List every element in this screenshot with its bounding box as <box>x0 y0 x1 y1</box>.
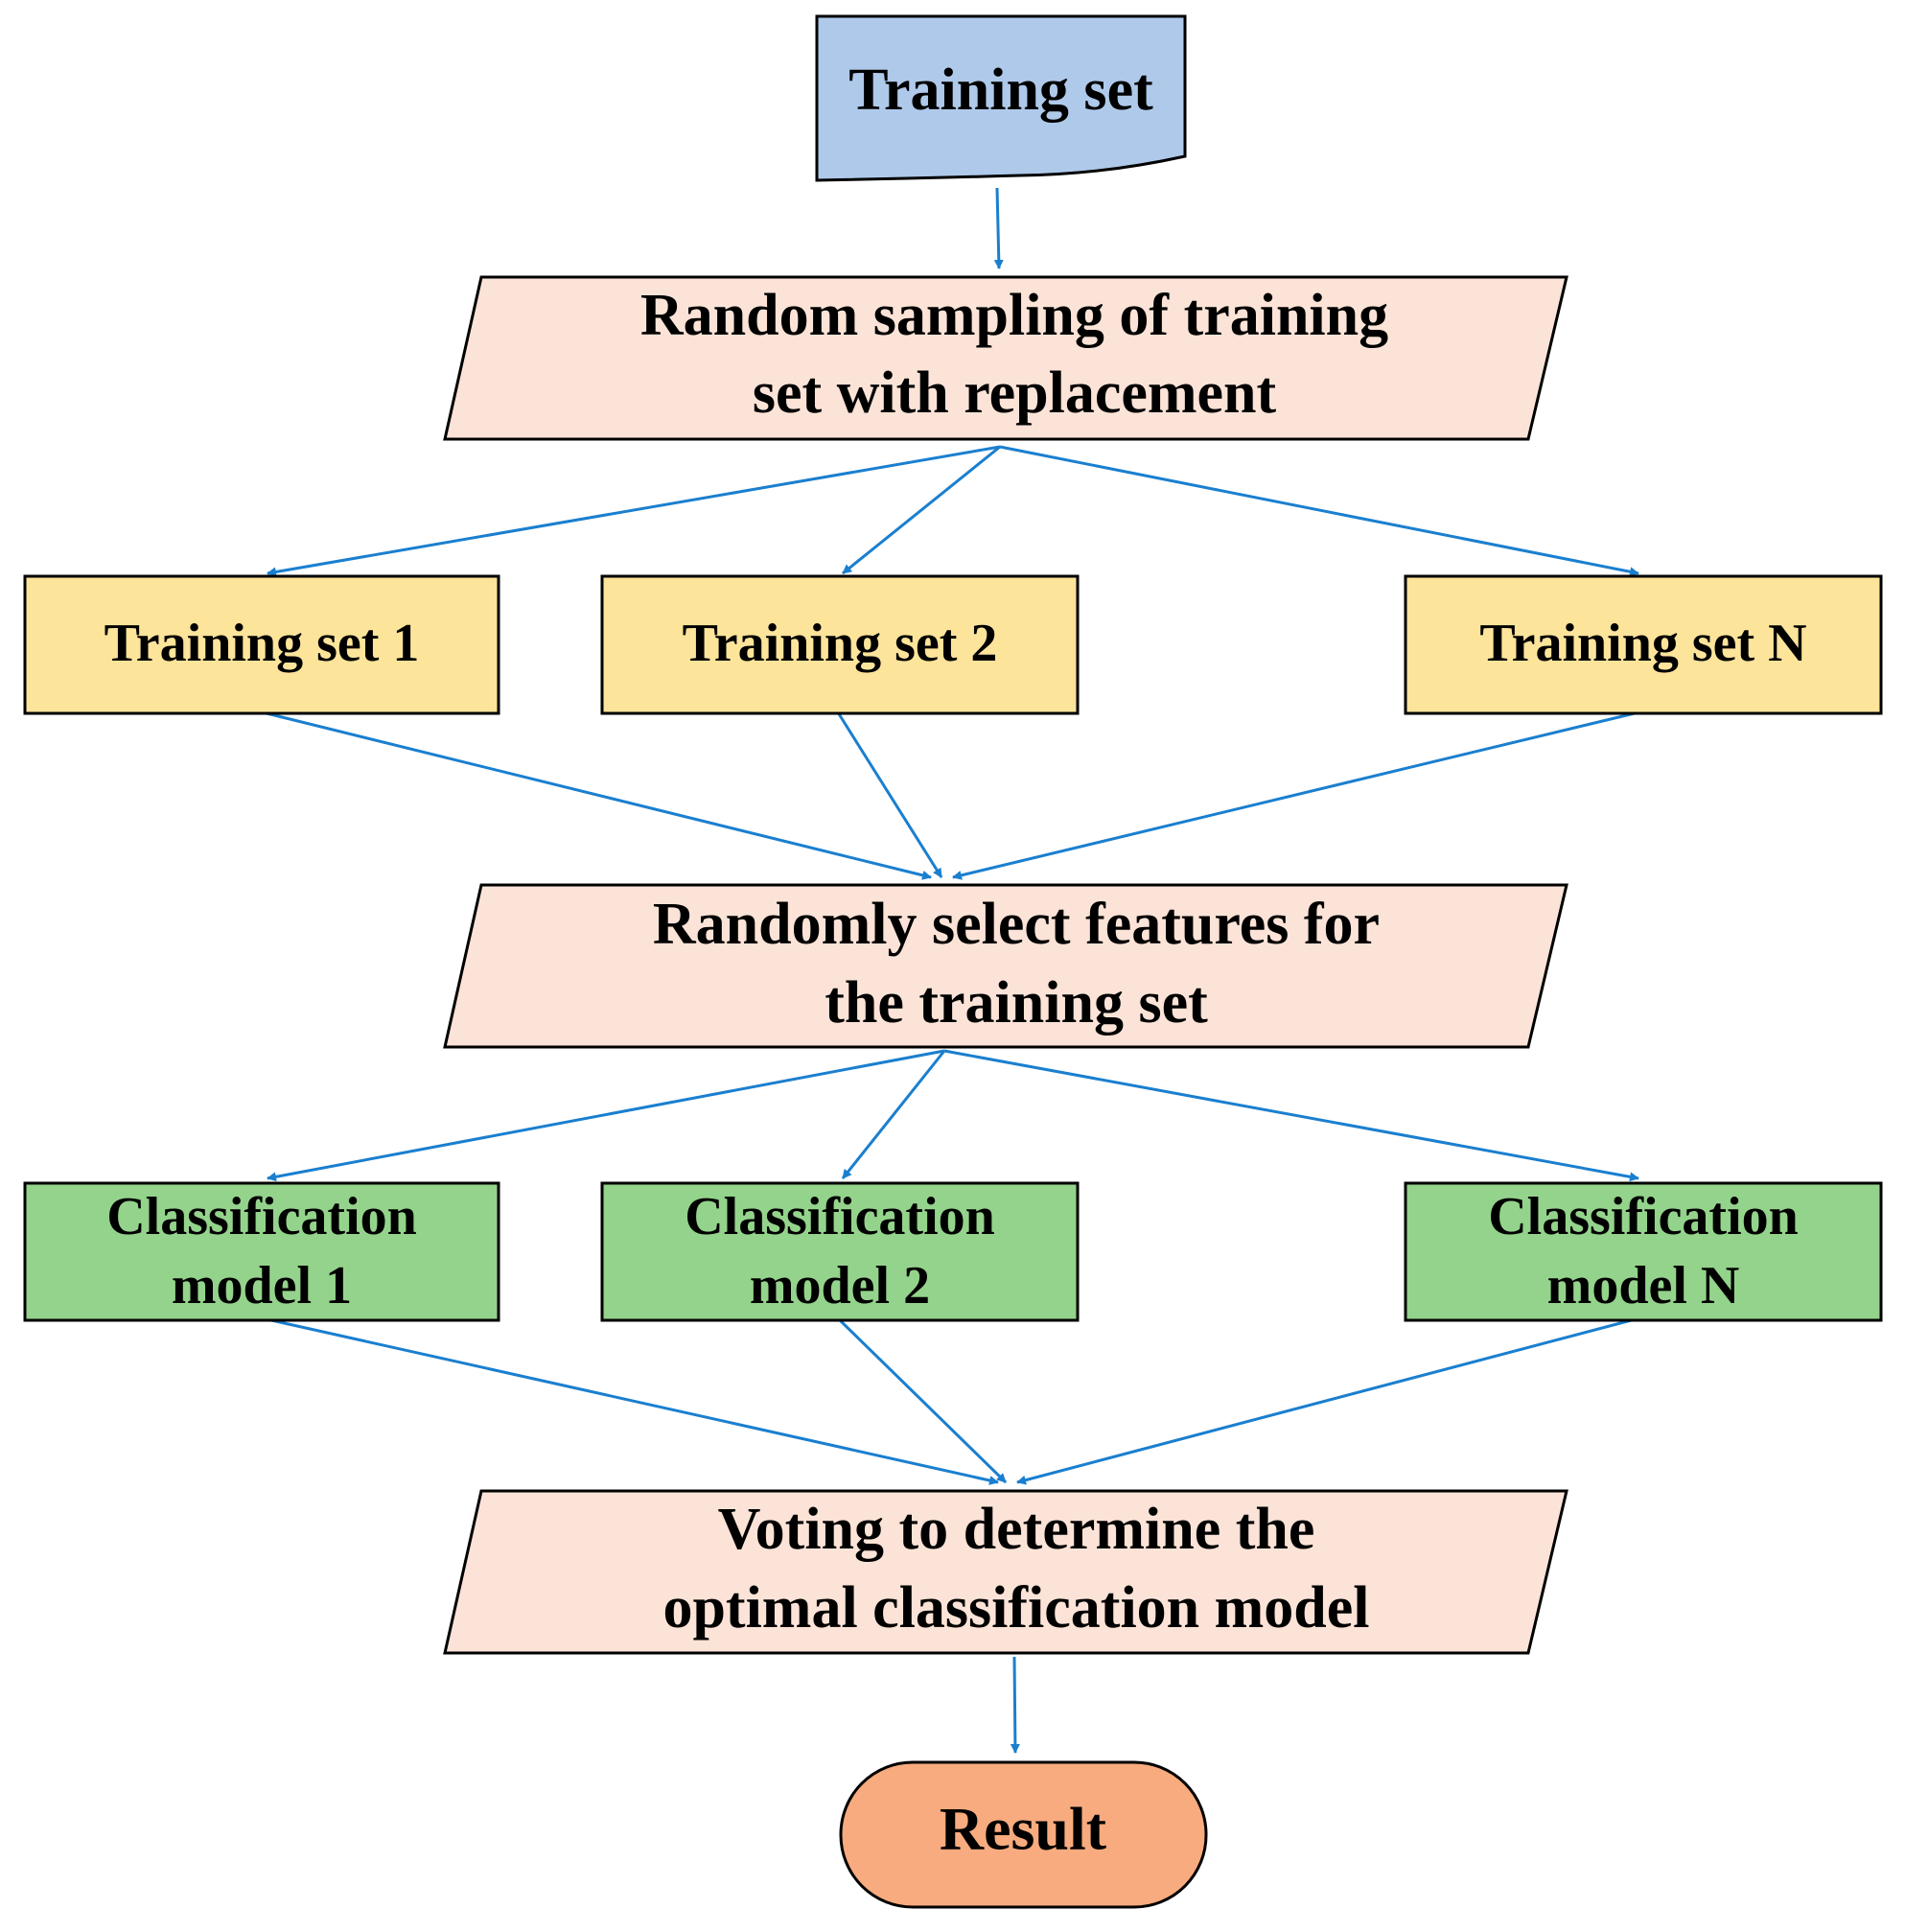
select-features-label-line1: Randomly select features for <box>653 892 1380 957</box>
model-2-label-line2: model 2 <box>750 1256 930 1315</box>
node-classification-model-2: Classification model 2 <box>600 1181 1080 1322</box>
edge-select-to-modelN <box>943 1049 1639 1182</box>
model-1-label-line2: model 1 <box>172 1256 352 1315</box>
edge-voting-to-result <box>1010 1656 1020 1754</box>
parallelogram-shape <box>443 275 1568 441</box>
parallelogram-shape <box>443 883 1568 1049</box>
edges <box>262 187 1639 1754</box>
training-set-2-label: Training set 2 <box>683 614 998 673</box>
edge-select-to-model1 <box>267 1049 945 1182</box>
document-shape <box>815 14 1187 182</box>
result-label: Result <box>940 1795 1107 1863</box>
rect-shape <box>23 1181 500 1322</box>
select-features-label-line2: the training set <box>825 970 1208 1036</box>
node-random-sampling: Random sampling of training set with rep… <box>443 275 1568 441</box>
edge-modelN-to-voting <box>1016 1316 1639 1485</box>
edge-set1-to-select <box>262 710 932 880</box>
training-set-label: Training set <box>848 58 1153 123</box>
rect-shape <box>1404 1181 1883 1322</box>
training-set-n-label: Training set N <box>1479 614 1806 673</box>
rect-shape <box>600 1181 1080 1322</box>
model-1-label-line1: Classification <box>106 1187 417 1246</box>
edge-model1-to-voting <box>262 1316 999 1485</box>
parallelogram-shape <box>443 1489 1568 1655</box>
random-sampling-label-line1: Random sampling of training <box>640 283 1388 348</box>
voting-label-line1: Voting to determine the <box>718 1497 1315 1562</box>
node-training-set-2: Training set 2 <box>600 574 1080 715</box>
node-training-set-1: Training set 1 <box>23 574 500 715</box>
edge-setN-to-select <box>952 710 1639 880</box>
node-voting: Voting to determine the optimal classifi… <box>443 1489 1568 1655</box>
edge-sampling-to-set1 <box>267 445 1001 577</box>
model-2-label-line1: Classification <box>685 1187 995 1246</box>
rect-shape <box>23 574 500 715</box>
edge-model2-to-voting <box>836 1316 1008 1484</box>
edge-sampling-to-set2 <box>842 445 1001 575</box>
node-select-features: Randomly select features for the trainin… <box>443 883 1568 1049</box>
training-set-1-label: Training set 1 <box>105 614 420 673</box>
terminator-shape <box>839 1760 1208 1909</box>
model-n-label-line2: model N <box>1547 1256 1740 1315</box>
node-classification-model-1: Classification model 1 <box>23 1181 500 1322</box>
model-n-label-line1: Classification <box>1488 1187 1799 1246</box>
rect-shape <box>1404 574 1883 715</box>
edge-select-to-model2 <box>841 1050 946 1179</box>
node-training-set-n: Training set N <box>1404 574 1883 715</box>
node-classification-model-n: Classification model N <box>1404 1181 1883 1322</box>
edge-set2-to-select <box>836 711 943 878</box>
random-sampling-label-line2: set with replacement <box>753 361 1277 426</box>
rect-shape <box>600 574 1080 715</box>
edge-sampling-to-setN <box>999 445 1639 577</box>
node-result: Result <box>839 1760 1208 1909</box>
node-training-set: Training set <box>815 14 1187 182</box>
edge-trainingset-to-sampling <box>993 187 1004 269</box>
voting-label-line2: optimal classification model <box>662 1575 1369 1641</box>
